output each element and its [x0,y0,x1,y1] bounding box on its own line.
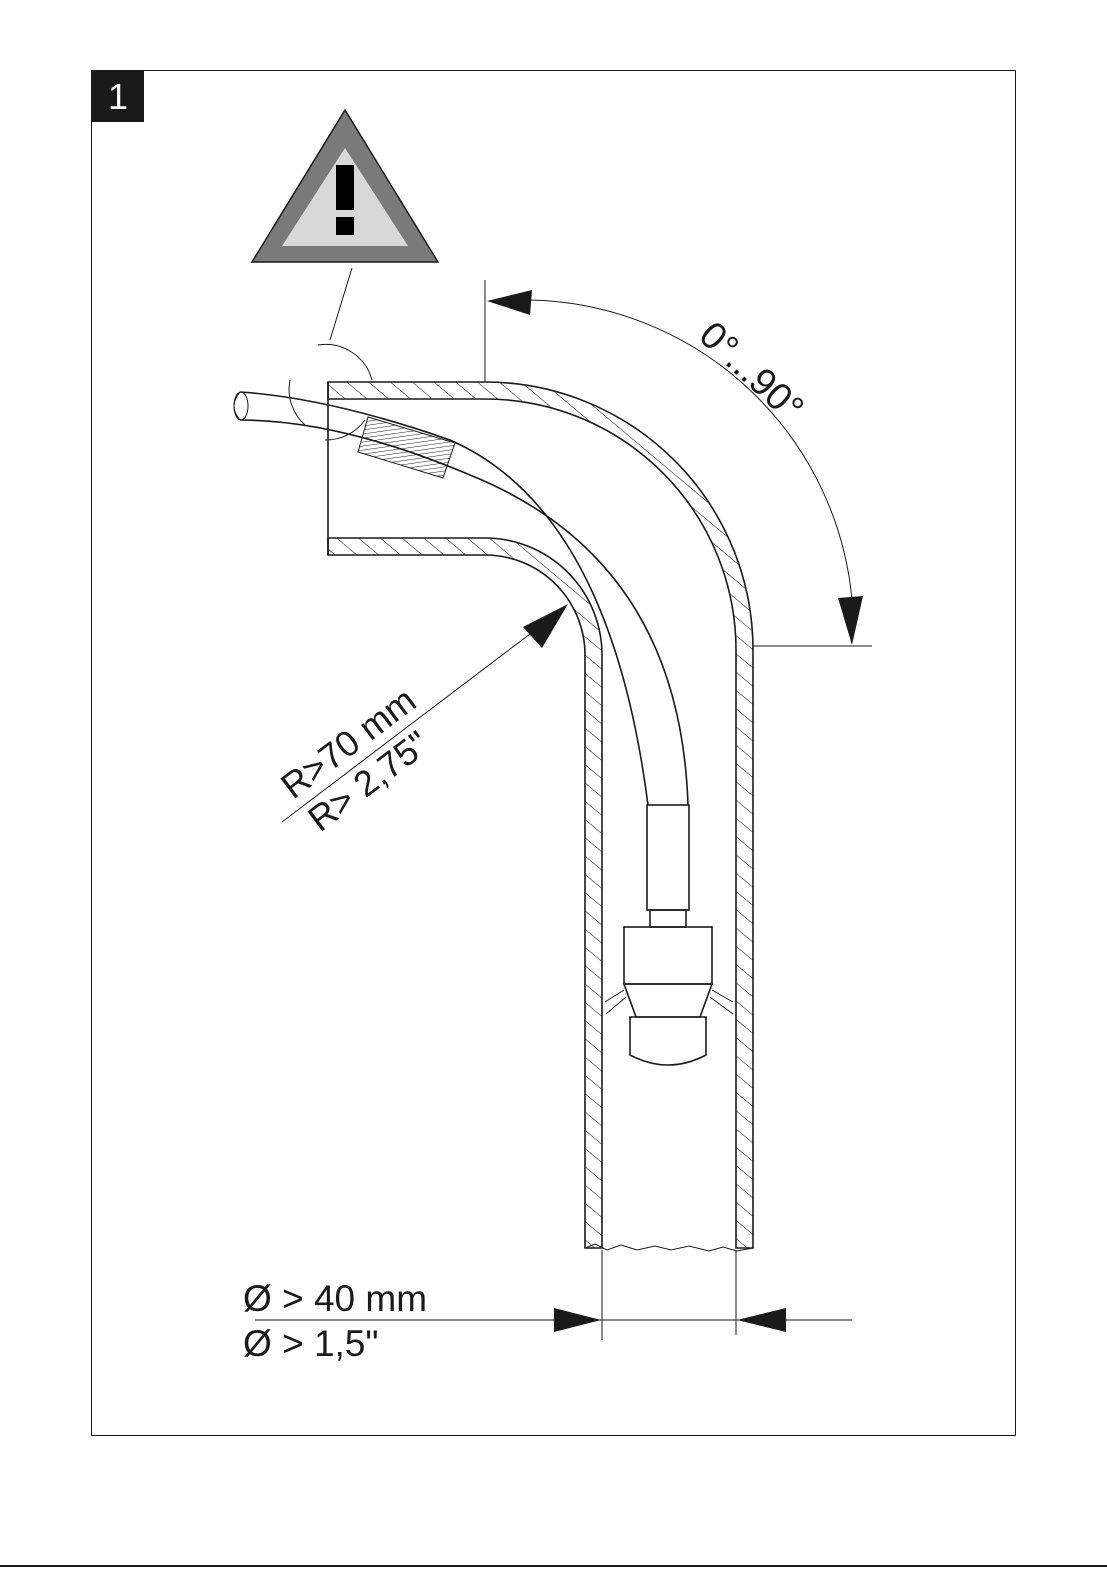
pipe-break-line [585,1244,753,1251]
angle-arc [530,300,852,600]
camera-head [605,805,733,1065]
angle-label: 0°...90° [691,314,811,430]
radius-arrow [523,604,568,648]
diameter-in-label: Ø > 1,5" [243,1323,379,1364]
cable-cut-face [234,392,248,420]
angle-arrow-start [487,290,532,315]
page-bottom-rule [0,1565,1107,1567]
pipe-inner-wall [328,538,602,1248]
detail-circle-arc-top [318,344,372,380]
diameter-mm-label: Ø > 40 mm [243,1278,427,1319]
diameter-arrow-left [554,1308,601,1332]
warning-leader-line [330,268,352,340]
detail-circle-arc-left [289,380,305,425]
warning-symbol: ! [0,0,1,1]
diameter-arrow-right [737,1308,786,1332]
angle-arrow-end [838,596,863,645]
warning-triangle-icon: ! [0,0,438,262]
cable-cut-end [234,392,240,420]
